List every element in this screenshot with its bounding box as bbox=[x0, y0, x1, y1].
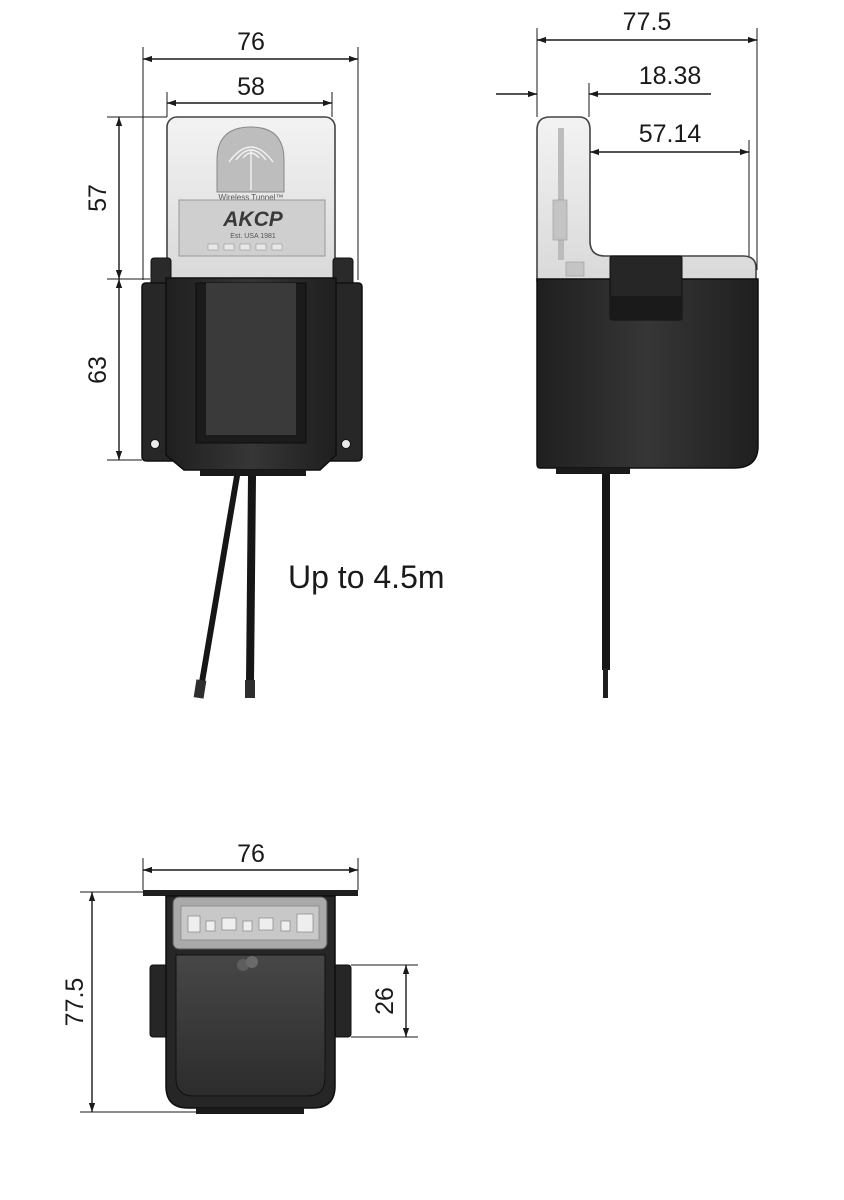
bottom-view bbox=[143, 890, 358, 1114]
side-view bbox=[536, 116, 759, 698]
bottom-view-dimensions: 76 77.5 26 bbox=[61, 840, 418, 1113]
front-cable-right bbox=[246, 476, 256, 682]
dim-front-width-58: 58 bbox=[237, 73, 265, 101]
side-cable-tip bbox=[603, 668, 608, 698]
dim-bottom-depth-77-5: 77.5 bbox=[61, 978, 89, 1027]
bottom-flange bbox=[143, 890, 358, 896]
side-component bbox=[565, 261, 585, 277]
front-cable-tip-right bbox=[245, 680, 255, 698]
side-housing bbox=[536, 278, 759, 469]
side-bottom-tab bbox=[556, 468, 630, 474]
front-pcb bbox=[178, 199, 326, 257]
front-window-inner bbox=[206, 283, 296, 435]
dim-front-height-63: 63 bbox=[84, 356, 112, 384]
bottom-base-tab bbox=[196, 1108, 304, 1114]
cable-entry-icon bbox=[246, 956, 258, 968]
screw-hole-icon bbox=[341, 439, 351, 449]
dim-bottom-width-76: 76 bbox=[237, 840, 265, 868]
side-pcb-edge bbox=[558, 128, 564, 260]
side-cable bbox=[602, 474, 610, 670]
dim-bottom-clip-26: 26 bbox=[371, 987, 399, 1015]
side-latch-shade bbox=[610, 296, 682, 320]
front-cable-tip-left bbox=[193, 679, 207, 699]
front-view-dimensions: 76 58 57 63 bbox=[84, 28, 359, 461]
side-view-dimensions: 77.5 18.38 57.14 bbox=[496, 8, 758, 270]
cable-length-caption: Up to 4.5m bbox=[288, 559, 445, 595]
bottom-pcb-components bbox=[187, 913, 314, 933]
screw-hole-icon bbox=[150, 439, 160, 449]
front-view: Wireless Tunnel™ AKCP Est. USA 1981 bbox=[141, 116, 363, 699]
side-component bbox=[552, 199, 568, 241]
front-bottom-tab bbox=[200, 470, 306, 476]
dim-side-offset-18-38: 18.38 bbox=[639, 62, 702, 90]
dim-front-height-57: 57 bbox=[84, 184, 112, 212]
dim-front-width-76: 76 bbox=[237, 28, 265, 56]
signal-arcs-icon bbox=[228, 146, 274, 190]
akcp-est: Est. USA 1981 bbox=[230, 233, 276, 240]
dim-side-depth-57-14: 57.14 bbox=[639, 120, 702, 148]
front-cable-left bbox=[199, 476, 240, 682]
akcp-logo: AKCP bbox=[222, 208, 283, 231]
dim-side-depth-77-5: 77.5 bbox=[623, 8, 672, 36]
bottom-cup bbox=[175, 954, 326, 1097]
front-pcb-connectors bbox=[207, 243, 283, 251]
tunnel-label: Wireless Tunnel™ bbox=[219, 193, 284, 202]
